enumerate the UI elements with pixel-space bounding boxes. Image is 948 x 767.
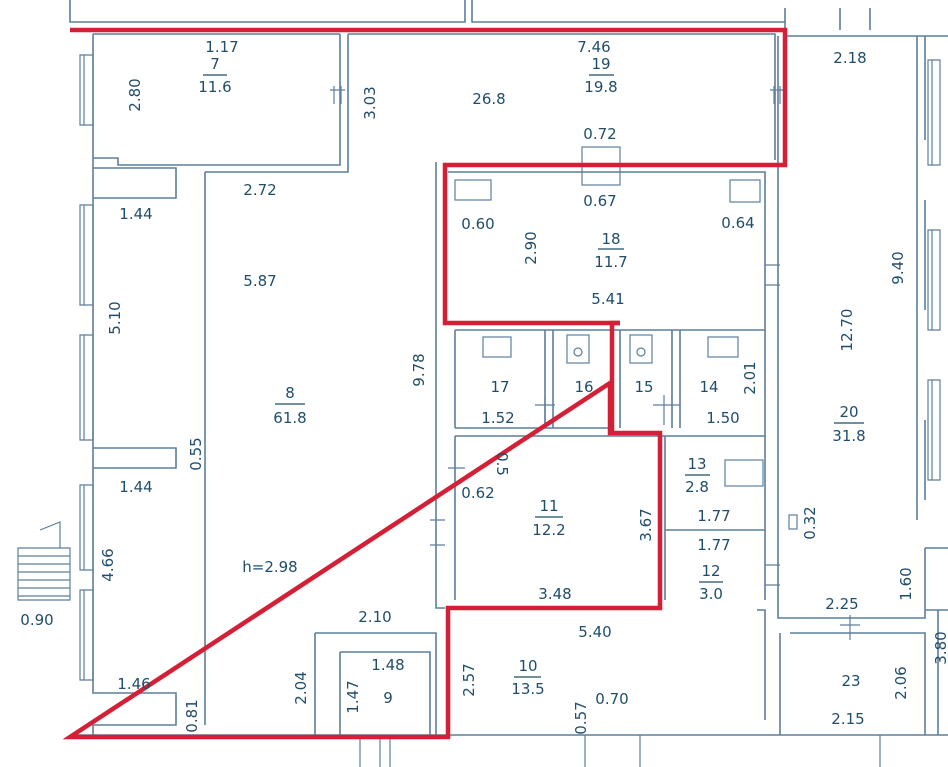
room-16-number: 16 — [574, 378, 593, 396]
dim-label: 2.90 — [522, 231, 540, 264]
dim-label: 2.25 — [825, 595, 858, 613]
unit-boundary — [62, 27, 788, 740]
dim-label: 1.46 — [117, 675, 150, 693]
room-19-area: 19.8 — [584, 78, 617, 96]
dim-label: 1.77 — [697, 507, 730, 525]
dim-label: 7.46 — [577, 38, 610, 56]
dim-label: 2.15 — [831, 710, 864, 728]
dim-label: 2.04 — [292, 671, 310, 704]
dim-label: 2.06 — [892, 666, 910, 699]
dim-label: 3.48 — [538, 585, 571, 603]
room-12-area: 3.0 — [699, 585, 723, 603]
dim-label: 5.87 — [243, 272, 276, 290]
room-20-area: 31.8 — [832, 427, 865, 445]
dim-label: 0.62 — [461, 484, 494, 502]
dim-label: 1.44 — [119, 478, 152, 496]
dim-label: 1.60 — [897, 567, 915, 600]
dim-label: 2.18 — [833, 49, 866, 67]
area-bars — [203, 74, 864, 678]
dimension-labels: 1.17 7.46 2.18 2.80 3.03 26.8 0.72 2.72 … — [20, 38, 948, 735]
dim-label: 0.72 — [583, 125, 616, 143]
room-10-number: 10 — [518, 657, 537, 675]
dim-label: 1.17 — [205, 38, 238, 56]
dim-label: 2.01 — [741, 361, 759, 394]
room-13-area: 2.8 — [685, 478, 709, 496]
dim-label: 1.44 — [119, 205, 152, 223]
dim-label: 0.67 — [583, 192, 616, 210]
dim-label: 2.10 — [358, 608, 391, 626]
dim-label: 4.66 — [99, 548, 117, 581]
dim-label: 5.10 — [106, 301, 124, 334]
dim-label: 5.40 — [578, 623, 611, 641]
dim-label: 3.67 — [637, 508, 655, 541]
dim-label: h=2.98 — [242, 558, 297, 576]
dim-label: 9.78 — [410, 353, 428, 386]
dim-label: 12.70 — [838, 309, 856, 352]
windows — [79, 54, 941, 681]
dim-label: 3.80 — [932, 631, 948, 664]
room-12-number: 12 — [701, 562, 720, 580]
room-20-number: 20 — [839, 403, 858, 421]
dim-label: 0.5 — [493, 452, 511, 476]
room-15-number: 15 — [634, 378, 653, 396]
room-11-area: 12.2 — [532, 521, 565, 539]
dim-label: 5.41 — [591, 290, 624, 308]
dim-label: 0.70 — [595, 690, 628, 708]
dim-label: 0.64 — [721, 214, 754, 232]
dim-label: 2.72 — [243, 181, 276, 199]
dim-label: 2.57 — [460, 663, 478, 696]
dim-label: 0.55 — [187, 437, 205, 470]
unit-boundary-step — [609, 320, 620, 433]
fixtures — [330, 86, 881, 767]
dim-label: 0.90 — [20, 611, 53, 629]
room-8-number: 8 — [285, 384, 295, 402]
dim-label: 1.52 — [481, 409, 514, 427]
room-10-area: 13.5 — [511, 680, 544, 698]
dim-label: 1.77 — [697, 536, 730, 554]
room-9-number: 9 — [383, 689, 393, 707]
room-13-number: 13 — [687, 455, 706, 473]
dim-label: 2.80 — [126, 78, 144, 111]
room-19-number: 19 — [591, 55, 610, 73]
room-23-number: 23 — [841, 672, 860, 690]
dim-label: 26.8 — [472, 90, 505, 108]
dim-label: 0.81 — [183, 699, 201, 732]
room-8-area: 61.8 — [273, 409, 306, 427]
dim-label: 3.03 — [361, 86, 379, 119]
dim-label: 1.50 — [706, 409, 739, 427]
room-17-number: 17 — [490, 378, 509, 396]
room-7-area: 11.6 — [198, 78, 231, 96]
dim-label: 1.48 — [371, 656, 404, 674]
room-18-area: 11.7 — [594, 253, 627, 271]
entrance-stairs — [17, 521, 71, 601]
room-7-number: 7 — [210, 55, 220, 73]
room-11-number: 11 — [539, 497, 558, 515]
dim-label: 0.57 — [572, 701, 590, 734]
room-labels: 7 11.6 8 61.8 9 10 13.5 11 12.2 12 3.0 1… — [198, 55, 865, 707]
dim-label: 1.47 — [344, 680, 362, 713]
room-18-number: 18 — [601, 230, 620, 248]
dim-label: 9.40 — [889, 251, 907, 284]
dim-label: 0.32 — [801, 506, 819, 539]
dim-label: 0.60 — [461, 215, 494, 233]
room-14-number: 14 — [699, 378, 718, 396]
